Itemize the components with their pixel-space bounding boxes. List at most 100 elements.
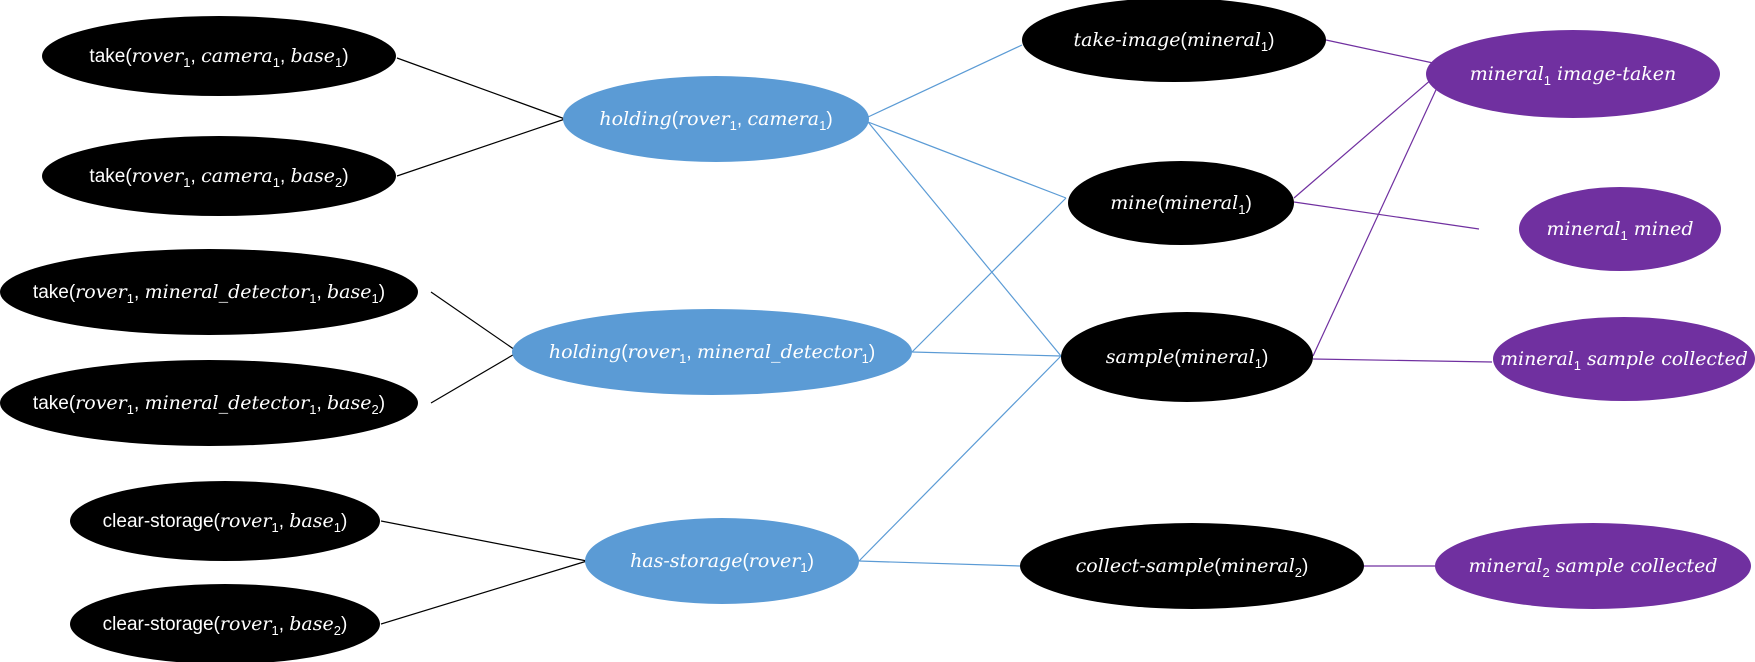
label-segment: 1 <box>1544 73 1551 88</box>
label-segment: 1 <box>1621 228 1628 243</box>
label-segment: base <box>291 165 336 187</box>
edge-take_cam_b2-to-holding_cam <box>396 118 566 177</box>
node-holding-md: holding(rover1​, mineral_detector1​) <box>512 309 912 395</box>
label-segment: rover <box>678 108 731 130</box>
node-label-eff-collect: mineral2​ sample collected <box>1468 555 1717 580</box>
label-segment: 1 <box>273 55 280 70</box>
label-segment: , <box>134 393 145 414</box>
node-label-take-cam-b1: take(rover1​, camera1​, base1​) <box>89 45 348 70</box>
label-segment: camera <box>201 165 273 187</box>
node-eff-image: mineral1​ image-taken <box>1426 30 1720 118</box>
node-eff-collect: mineral2​ sample collected <box>1435 523 1751 609</box>
node-shape-sample <box>1061 312 1313 402</box>
edge-clear_b1-to-has_storage <box>380 520 588 562</box>
label-segment: 1 <box>679 351 686 366</box>
node-take-cam-b1: take(rover1​, camera1​, base1​) <box>42 16 396 96</box>
label-segment: sample collected <box>1581 348 1748 370</box>
label-segment: rover <box>220 510 273 532</box>
node-label-collect-sample: collect-sample(mineral2​) <box>1076 555 1309 580</box>
label-segment: ) <box>1302 556 1308 577</box>
edge-take_md_b2-to-holding_md <box>430 351 519 404</box>
label-segment: take-image <box>1074 29 1181 51</box>
node-label-eff-image: mineral1​ image-taken <box>1470 63 1677 88</box>
node-shape-eff-collect <box>1435 523 1751 609</box>
label-segment: rover <box>132 45 185 67</box>
node-take-image: take-image(mineral1​) <box>1022 0 1326 82</box>
label-segment: rover <box>628 341 681 363</box>
label-segment: mined <box>1628 218 1694 240</box>
node-shape-holding-md <box>512 309 912 395</box>
label-segment: clear-storage( <box>103 614 221 635</box>
label-segment: 1 <box>127 291 134 306</box>
label-segment: holding <box>549 341 621 363</box>
label-segment: , <box>279 511 290 532</box>
node-shape-clear-b2 <box>70 584 380 662</box>
label-segment: , <box>134 282 145 303</box>
label-segment: collect-sample <box>1076 555 1215 577</box>
label-segment: 1 <box>271 520 278 535</box>
label-segment: ( <box>672 109 679 130</box>
edge-holding_cam-to-sample <box>867 121 1062 357</box>
label-segment: mineral <box>1187 29 1261 51</box>
edge-has_storage-to-collect_sample <box>858 560 1021 567</box>
label-segment: base <box>327 392 372 414</box>
label-segment: ( <box>1214 556 1221 577</box>
label-segment: , <box>737 109 748 130</box>
label-segment: 2 <box>334 623 341 638</box>
label-segment: ( <box>1181 30 1188 51</box>
label-segment: sample collected <box>1550 555 1718 577</box>
node-take-cam-b2: take(rover1​, camera1​, base2​) <box>42 136 396 216</box>
label-segment: clear-storage( <box>103 511 221 532</box>
label-segment: ( <box>621 342 628 363</box>
label-segment: ) <box>1268 30 1274 51</box>
label-segment: 1 <box>800 560 807 575</box>
node-shape-take-cam-b2 <box>42 136 396 216</box>
label-segment: 1 <box>372 291 379 306</box>
node-shape-clear-b1 <box>70 481 380 561</box>
label-segment: image-taken <box>1551 63 1676 85</box>
node-eff-mined: mineral1​ mined <box>1519 187 1721 271</box>
label-segment: 1 <box>183 55 190 70</box>
label-segment: 2 <box>335 175 342 190</box>
node-label-take-cam-b2: take(rover1​, camera1​, base2​) <box>89 165 348 190</box>
edge-take_md_b1-to-holding_md <box>430 291 519 353</box>
label-segment: has-storage <box>630 550 742 572</box>
label-segment: mineral <box>1470 63 1544 85</box>
label-segment: mineral <box>1500 348 1574 370</box>
label-segment: ) <box>341 614 347 635</box>
label-segment: mineral <box>1164 192 1238 214</box>
node-shape-eff-sample <box>1493 317 1755 401</box>
node-shape-has-storage <box>585 518 859 604</box>
label-segment: 1 <box>730 118 737 133</box>
label-segment: mineral_detector <box>145 281 312 303</box>
label-segment: take( <box>89 166 132 187</box>
edge-holding_cam-to-take_image <box>867 44 1023 118</box>
label-segment: mineral <box>1181 346 1255 368</box>
node-label-take-image: take-image(mineral1​) <box>1074 29 1275 54</box>
label-segment: ( <box>742 551 749 572</box>
label-segment: 2 <box>1543 565 1550 580</box>
node-take-md-b1: take(rover1​, mineral_detector1​, base1​… <box>0 249 418 335</box>
edge-holding_md-to-sample <box>911 351 1062 357</box>
label-segment: 2 <box>1295 565 1302 580</box>
node-shape-holding-cam <box>563 76 869 162</box>
node-shape-collect-sample <box>1020 523 1364 609</box>
label-segment: take( <box>33 282 76 303</box>
label-segment: take( <box>33 393 76 414</box>
edge-mine-to-eff_mined <box>1293 201 1480 230</box>
node-shape-take-image <box>1022 0 1326 82</box>
label-segment: ) <box>1262 347 1268 368</box>
label-segment: base <box>289 510 334 532</box>
label-segment: rover <box>75 392 128 414</box>
edge-sample-to-eff_image <box>1312 65 1448 357</box>
node-label-holding-cam: holding(rover1​, camera1​) <box>599 108 832 133</box>
node-label-eff-mined: mineral1​ mined <box>1546 218 1693 243</box>
label-segment: take( <box>89 46 132 67</box>
label-segment: ) <box>341 511 347 532</box>
label-segment: , <box>280 46 291 67</box>
edge-holding_cam-to-mine <box>867 121 1067 199</box>
node-shape-eff-mined <box>1519 187 1721 271</box>
node-take-md-b2: take(rover1​, mineral_detector1​, base2​… <box>0 360 418 446</box>
